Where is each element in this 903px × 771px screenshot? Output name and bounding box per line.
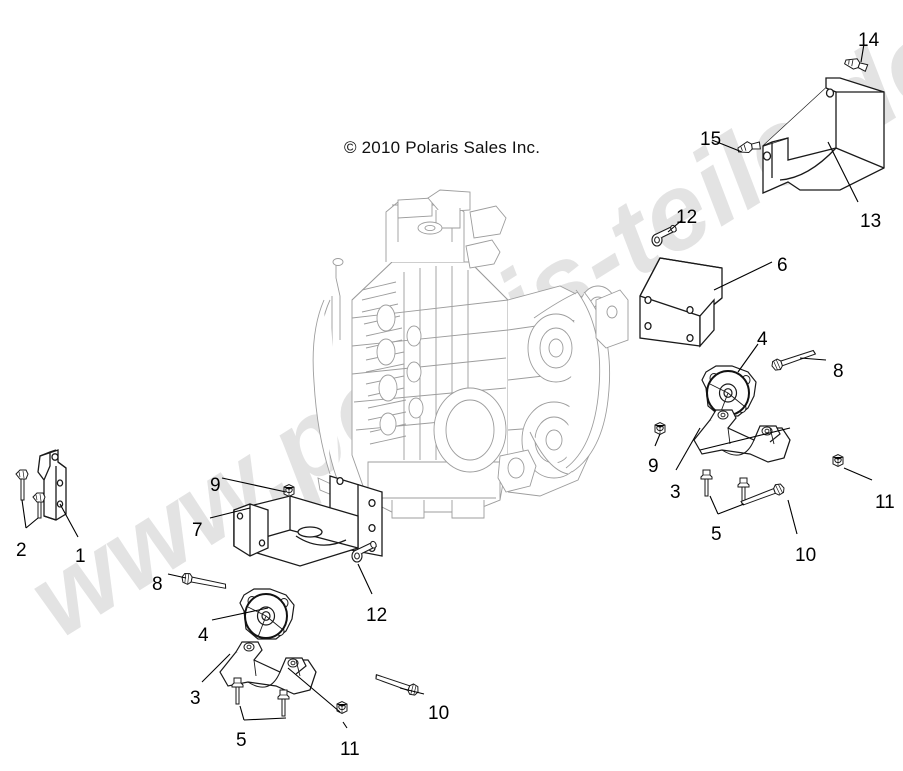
callout-rubber-isolator-mount: 4: [757, 329, 768, 350]
part-2-flange-screw-b: [32, 492, 46, 519]
callout-rubber-isolator-mount: 4: [198, 625, 209, 646]
part-13-upper-heat-shield: [762, 77, 885, 194]
part-4-isolator-mount-left: [239, 588, 295, 640]
callout-lock-nut: 11: [340, 739, 360, 760]
callout-shield-mount-screw: 14: [858, 30, 880, 51]
callout-upper-exhaust-heat-shield: 13: [860, 211, 882, 232]
part-1-left-engine-bracket: [37, 449, 67, 521]
callout-hex-nut: 9: [648, 456, 659, 477]
callout-engine-side-heat-shield: 6: [777, 255, 788, 276]
leader-lines: [21, 43, 873, 729]
copyright-notice: © 2010 Polaris Sales Inc.: [344, 138, 541, 157]
callout-lock-nut: 11: [875, 492, 895, 513]
part-11-lock-nut-left: [336, 701, 348, 714]
callout-long-hex-bolt: 10: [428, 703, 450, 724]
callout-flange-screw-pair: 2: [16, 540, 27, 561]
callout-long-hex-bolt: 10: [795, 545, 817, 566]
callout-left-front-engine-bracket: 1: [75, 546, 86, 567]
callout-left-heat-shield-cover: 7: [192, 520, 203, 541]
callout-shield-clip-screw: 15: [700, 129, 722, 150]
callout-right-engine-mount-crossbar: 3: [670, 482, 681, 503]
engine-assembly-illustration: [312, 189, 629, 519]
callout-carriage-bolt-pair: 5: [711, 524, 722, 545]
part-4-isolator-mount-right: [701, 365, 757, 417]
part-6-engine-side-heat-shield: [639, 257, 723, 348]
callout-hex-flange-bolt: 8: [833, 361, 844, 382]
part-2-flange-screw-a: [15, 469, 29, 501]
callout-carriage-bolt-pair: 5: [236, 730, 247, 751]
callout-hex-nut: 9: [210, 475, 221, 496]
part-11-lock-nut-right: [832, 454, 844, 467]
callout-cylindrical-spacer-bushing: 12: [366, 605, 388, 626]
part-9-hex-nut-right: [654, 422, 666, 435]
callout-hex-flange-bolt: 8: [152, 574, 163, 595]
callout-cylindrical-spacer-bushing: 12: [676, 207, 698, 228]
part-9-hex-nut-left: [283, 484, 295, 497]
callout-left-engine-mount-crossbar: 3: [190, 688, 201, 709]
part-7-left-heat-shield-cover: [233, 475, 383, 567]
